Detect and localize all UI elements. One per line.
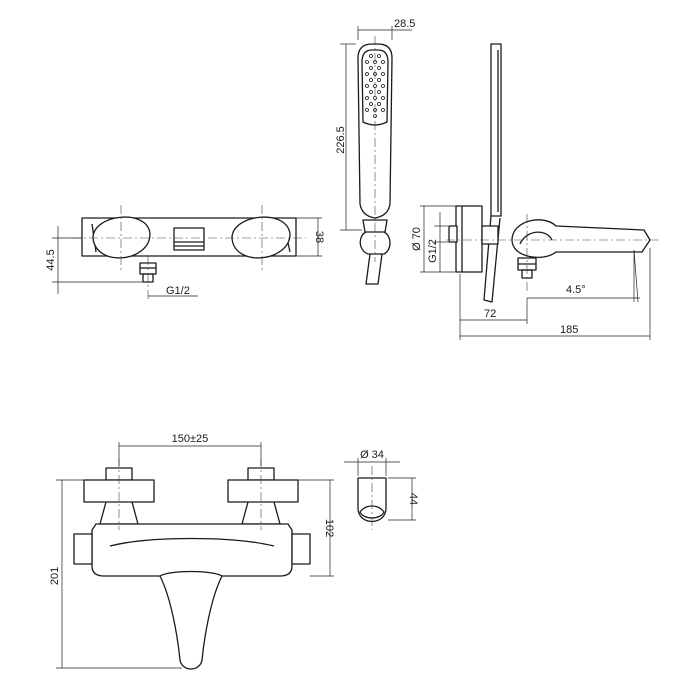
dim-outlet-height: 44.5 (45, 249, 57, 270)
side-view-inlet (448, 225, 458, 243)
front-view-right-handle (227, 479, 299, 503)
side-view-handshower (490, 43, 502, 217)
label-outlet-thread: G1/2 (166, 285, 190, 297)
dim-bracket-height: 44 (407, 493, 419, 505)
side-view-lever-spout (511, 219, 651, 258)
label-inlet-thread: G1/2 (427, 239, 439, 263)
dim-total-depth: 185 (560, 324, 578, 336)
top-view-right-handle (231, 216, 291, 259)
dim-body-diameter: Ø 70 (411, 227, 423, 251)
dim-wall-to-axis: 72 (484, 308, 496, 320)
dim-handshower-width: 28.5 (394, 18, 415, 30)
top-view-left-handle (92, 216, 151, 259)
dim-handshower-length: 226.5 (335, 126, 347, 154)
handshower-view: 28.5 226.5 (335, 18, 415, 285)
handshower-outline (357, 43, 393, 219)
handshower-hose (365, 253, 383, 285)
front-view-spout (159, 570, 223, 670)
side-view-wall-plate (455, 205, 483, 273)
front-view-body (91, 523, 293, 577)
dim-bracket-diameter: Ø 34 (360, 449, 384, 461)
side-view-hose (483, 215, 501, 303)
front-view-left-cap (73, 533, 93, 565)
side-view: Ø 70 G1/2 4.5° 72 185 (411, 43, 660, 340)
dim-total-height: 201 (49, 567, 61, 585)
handshower-holder-ring (359, 231, 391, 255)
wall-bracket-ring (359, 505, 385, 519)
wall-bracket-view: Ø 34 44 (344, 449, 419, 530)
label-spout-angle: 4.5° (566, 284, 586, 296)
top-view-body (81, 217, 297, 257)
front-view-right-cap (291, 533, 311, 565)
handshower-spray-face (361, 49, 389, 126)
wall-bracket-outline (357, 477, 387, 523)
front-view: 150±25 102 201 (49, 433, 335, 670)
dim-body-height: 38 (313, 231, 325, 243)
dim-inlet-spacing: 150±25 (172, 433, 209, 445)
top-view-center-block (173, 227, 205, 251)
side-view-connector (481, 225, 499, 245)
top-view: 38 44.5 G1/2 (45, 205, 325, 300)
dim-front-height: 102 (323, 519, 335, 537)
